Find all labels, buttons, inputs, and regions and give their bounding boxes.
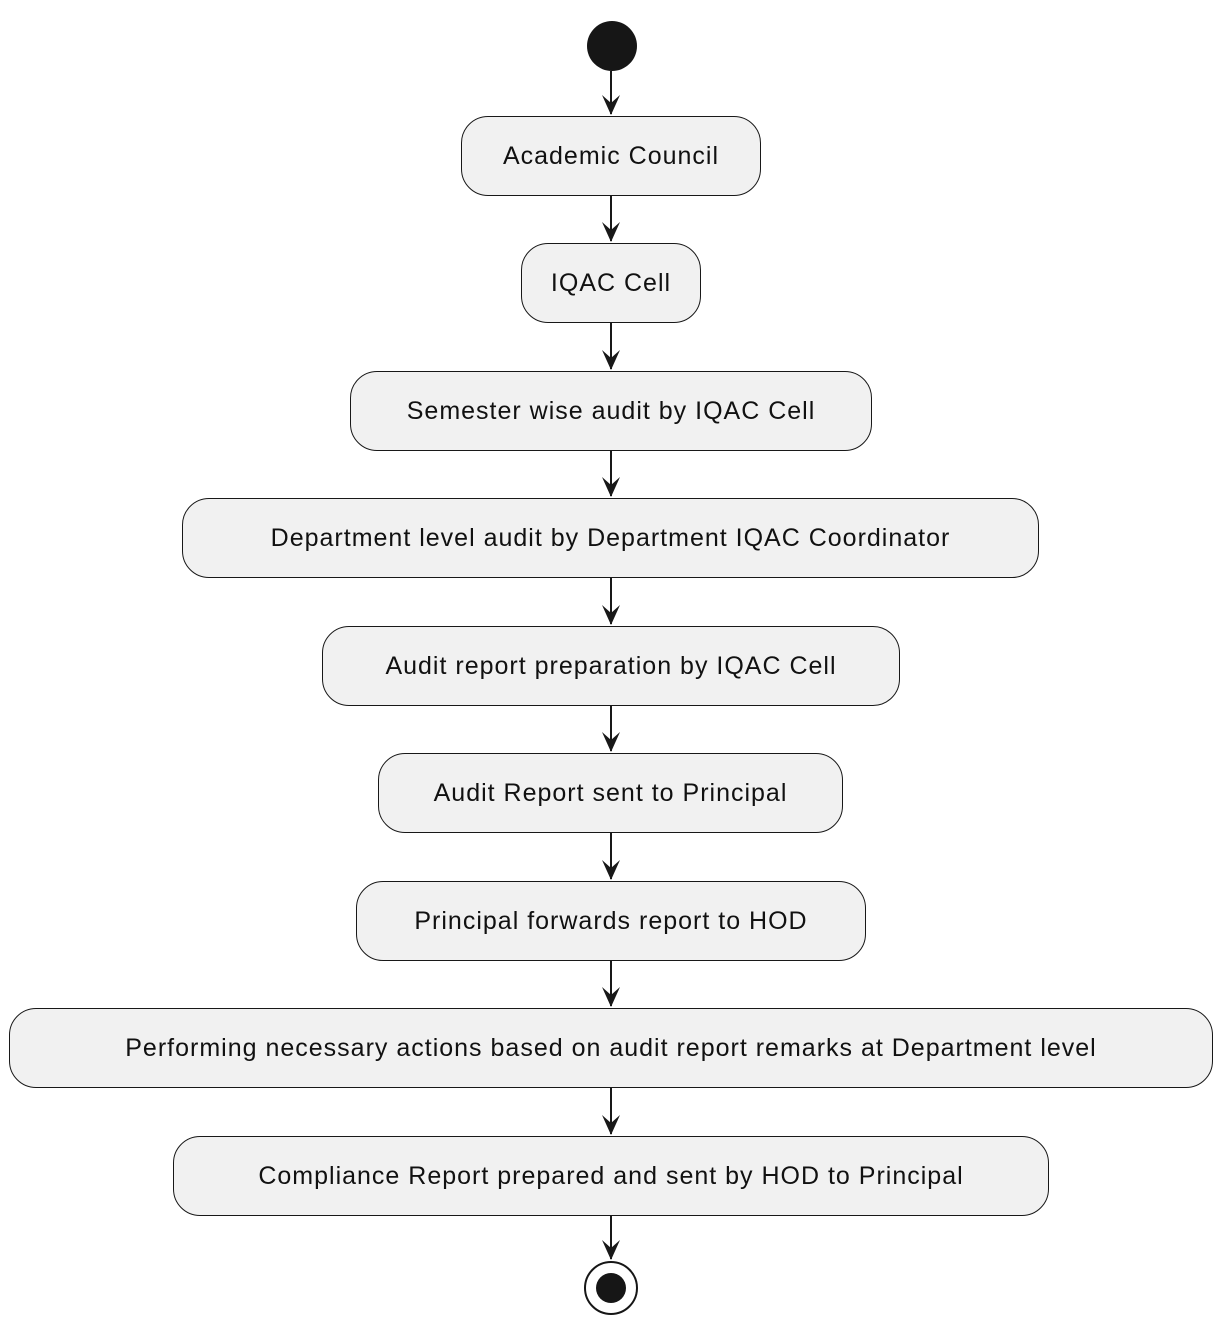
arrowhead: [602, 732, 620, 752]
step-audit-report-preparation: Audit report preparation by IQAC Cell: [322, 626, 900, 706]
arrowhead: [602, 95, 620, 115]
step-label: Audit Report sent to Principal: [433, 778, 788, 807]
arrowhead: [602, 1240, 620, 1260]
arrowhead: [602, 860, 620, 880]
step-label: Audit report preparation by IQAC Cell: [385, 651, 837, 680]
arrowhead: [602, 605, 620, 625]
step-label: Principal forwards report to HOD: [414, 906, 808, 935]
step-iqac-cell: IQAC Cell: [521, 243, 701, 323]
step-label: Semester wise audit by IQAC Cell: [406, 396, 816, 425]
arrowhead: [602, 222, 620, 242]
arrowhead: [602, 350, 620, 370]
step-semester-audit: Semester wise audit by IQAC Cell: [350, 371, 872, 451]
step-principal-forwards-report: Principal forwards report to HOD: [356, 881, 866, 961]
step-department-actions: Performing necessary actions based on au…: [9, 1008, 1213, 1088]
step-label: Compliance Report prepared and sent by H…: [258, 1161, 964, 1190]
end-node-core: [596, 1273, 626, 1303]
step-label: IQAC Cell: [550, 268, 672, 297]
arrowhead: [602, 477, 620, 497]
step-department-audit: Department level audit by Department IQA…: [182, 498, 1039, 578]
step-label: Performing necessary actions based on au…: [125, 1033, 1097, 1062]
arrowhead: [602, 987, 620, 1007]
step-report-sent-to-principal: Audit Report sent to Principal: [378, 753, 843, 833]
arrowhead: [602, 1115, 620, 1135]
step-label: Academic Council: [502, 141, 720, 170]
step-academic-council: Academic Council: [461, 116, 761, 196]
step-compliance-report: Compliance Report prepared and sent by H…: [173, 1136, 1049, 1216]
step-label: Department level audit by Department IQA…: [270, 523, 951, 552]
start-node: [587, 21, 637, 71]
